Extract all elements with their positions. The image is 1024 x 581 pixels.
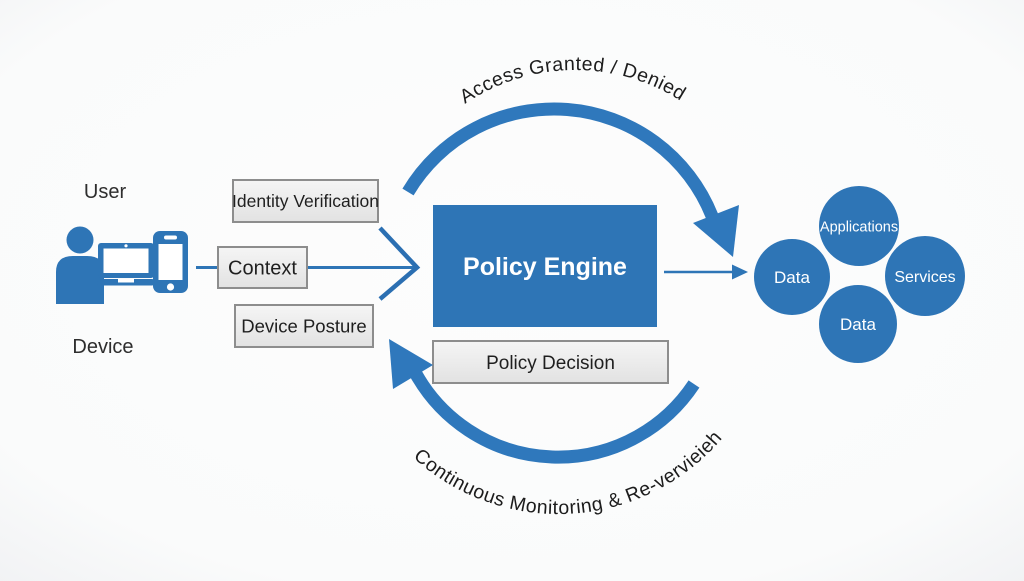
access-arc-arrowhead xyxy=(693,205,739,257)
applications-circle: Applications xyxy=(819,186,899,266)
device-posture-box: Device Posture xyxy=(234,304,374,348)
monitoring-arc-arrowhead xyxy=(389,339,433,389)
services-label: Services xyxy=(894,269,955,286)
laptop-icon xyxy=(97,243,155,286)
context-box: Context xyxy=(217,246,308,289)
policy-engine-box: Policy Engine xyxy=(433,205,657,327)
user-label: User xyxy=(84,181,127,203)
applications-label: Applications xyxy=(820,220,898,236)
policy-engine-label: Policy Engine xyxy=(463,253,627,281)
identity-verification-box: Identity Verification xyxy=(232,179,379,223)
engine-to-resources-arrow xyxy=(664,264,748,280)
device-posture-label: Device Posture xyxy=(241,316,366,337)
person-icon xyxy=(56,226,104,304)
data-bottom-circle: Data xyxy=(819,285,897,363)
data-left-label: Data xyxy=(774,268,810,287)
policy-decision-box: Policy Decision xyxy=(432,340,669,384)
device-label: Device xyxy=(72,336,133,358)
identity-verification-label: Identity Verification xyxy=(232,191,379,211)
services-circle: Services xyxy=(885,236,965,316)
data-bottom-label: Data xyxy=(840,315,876,334)
context-label: Context xyxy=(228,258,297,280)
smartphone-icon xyxy=(153,231,188,293)
data-left-circle: Data xyxy=(754,239,830,315)
merge-chevron-arrow xyxy=(378,226,421,301)
policy-decision-label: Policy Decision xyxy=(486,353,615,374)
access-arc xyxy=(402,102,719,219)
monitoring-arc xyxy=(410,370,700,464)
